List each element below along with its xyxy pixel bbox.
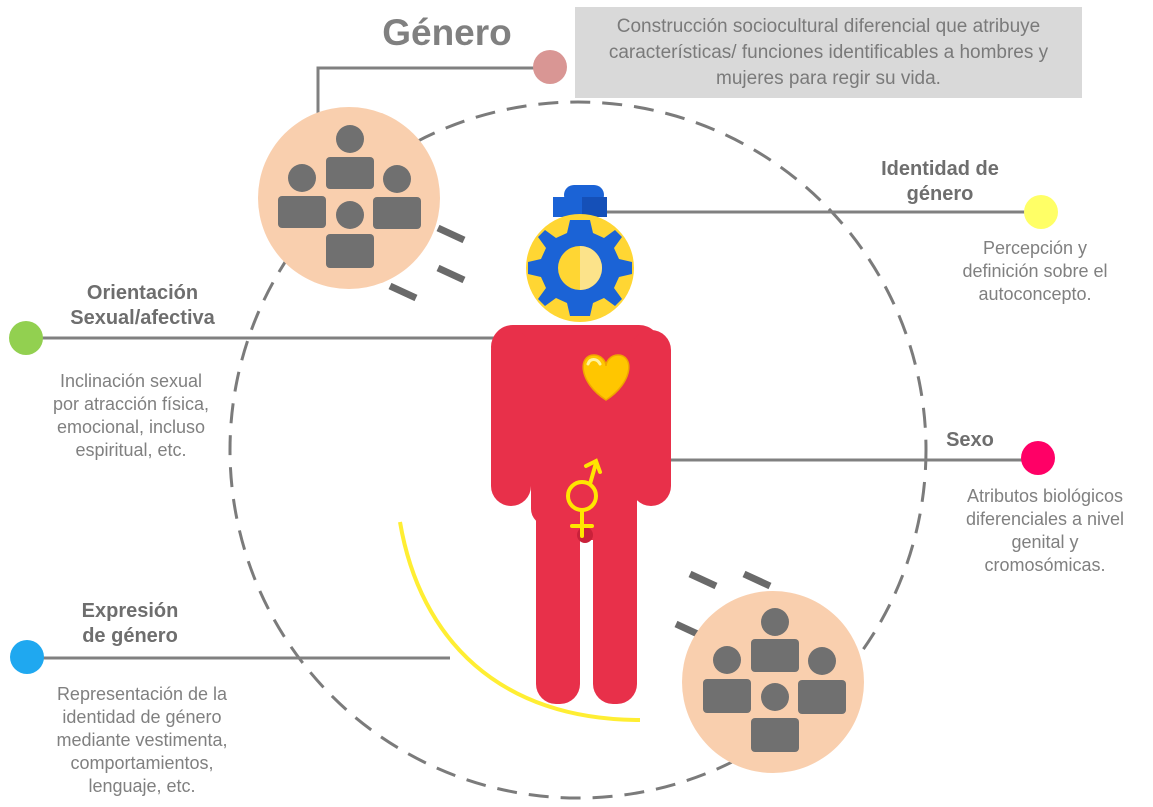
group-icon bbox=[258, 107, 440, 289]
dashed-ring bbox=[228, 100, 928, 800]
expresion-dot bbox=[10, 640, 44, 674]
genero-connector bbox=[316, 66, 538, 118]
page-title: Género bbox=[382, 12, 512, 53]
human-figure bbox=[491, 325, 671, 704]
genero-dot bbox=[533, 50, 567, 84]
orientacion-description: Inclinación sexual por atracción física,… bbox=[52, 371, 210, 460]
identidad-dot bbox=[1024, 195, 1058, 229]
identidad-heading: Identidad de género bbox=[881, 158, 999, 205]
identidad-description: Percepción y definición sobre el autocon… bbox=[962, 238, 1108, 304]
figure-bottom-dot bbox=[577, 527, 593, 543]
group-icon bbox=[682, 591, 864, 773]
sexo-heading: Sexo bbox=[946, 429, 994, 451]
orientacion-heading: Orientación Sexual/afectiva bbox=[70, 282, 215, 329]
expresion-heading: Expresión de género bbox=[81, 600, 179, 647]
orientacion-dot bbox=[9, 321, 43, 355]
gender-symbol-icon bbox=[566, 458, 602, 538]
gear-head-icon bbox=[526, 185, 634, 322]
expression-arc bbox=[398, 521, 641, 722]
sexo-dot bbox=[1021, 441, 1055, 475]
genero-definition: Construcción sociocultural diferencial q… bbox=[575, 7, 1082, 98]
heart-icon bbox=[582, 354, 630, 401]
expresion-description: Representación de la identidad de género… bbox=[56, 684, 228, 796]
sexo-description: Atributos biológicos diferenciales a niv… bbox=[965, 486, 1125, 575]
